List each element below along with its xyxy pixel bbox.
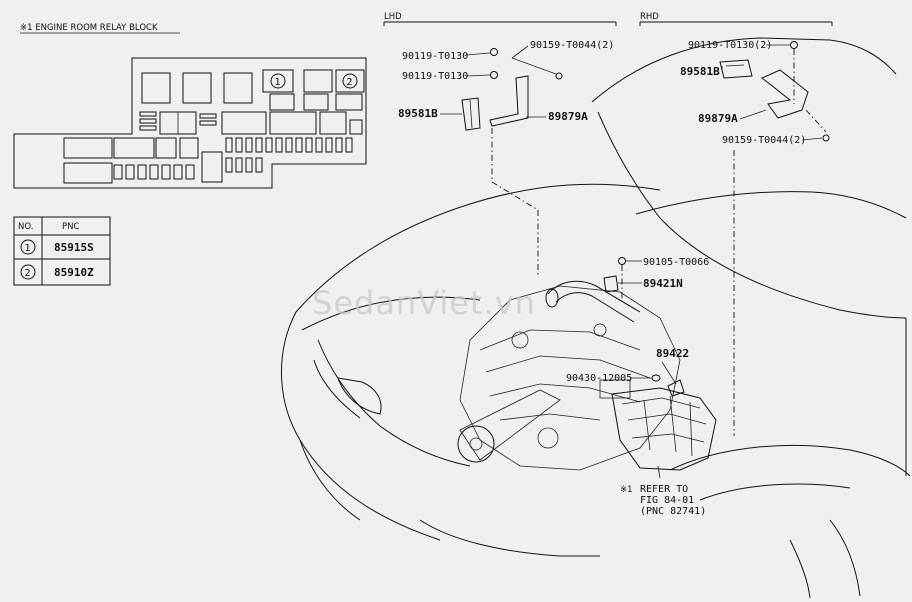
part-90105-t0066: 90105-T0066	[643, 257, 709, 268]
relay-block-outline	[13, 57, 367, 189]
sensor-89421n-icon	[603, 275, 619, 293]
rhd-title: RHD	[640, 12, 659, 22]
part-90119-t0130-lhd-a: 90119-T0130	[402, 51, 468, 62]
part-90119-t0130-rhd: 90119-T0130(2)	[688, 40, 772, 51]
pnc-table: NO. PNC 1 85915S 2 85910Z	[13, 216, 111, 286]
crank-pulley	[457, 425, 495, 463]
pnc-row-2-no: 2	[25, 268, 31, 279]
relay-block-title: ※1 ENGINE ROOM RELAY BLOCK	[20, 23, 158, 33]
engine-assembly	[457, 280, 717, 471]
part-89581b-lhd: 89581B	[398, 107, 438, 120]
pnc-table-header-pnc: PNC	[62, 222, 79, 232]
nut-icon	[555, 72, 563, 80]
reference-note: ※1 REFER TO FIG 84-01 (PNC 82741)	[620, 465, 706, 517]
relay-position-1-marker	[270, 73, 286, 89]
relay-position-1-label: 1	[275, 77, 281, 88]
control-module-bracket-lhd	[461, 97, 481, 131]
bolt-icon	[490, 48, 498, 56]
note-line-1: REFER TO	[640, 484, 688, 495]
pnc-row-1-pnc: 85915S	[54, 241, 94, 254]
gasket-icon	[651, 374, 661, 382]
part-89879a-rhd: 89879A	[698, 112, 738, 125]
relay-position-2-marker	[342, 73, 358, 89]
pnc-row-1-no: 1	[25, 243, 31, 254]
note-mark: ※1	[620, 485, 633, 495]
bolt-icon	[618, 257, 626, 265]
lhd-group: LHD 90119-T0130 90159-T0044(2) 90119-T01…	[383, 12, 617, 276]
part-90159-t0044-lhd: 90159-T0044(2)	[530, 40, 614, 51]
lhd-title: LHD	[384, 12, 402, 22]
part-90119-t0130-lhd-b: 90119-T0130	[402, 71, 468, 82]
sensor-89422-icon	[667, 379, 685, 397]
bolt-icon	[490, 71, 498, 79]
rhd-group: RHD 90119-T0130(2) 89581B 89879A 90159-T…	[639, 12, 833, 436]
vehicle-outline	[281, 37, 911, 599]
part-89879a-lhd: 89879A	[548, 110, 588, 123]
bolt-icon	[790, 41, 798, 49]
part-90430-12005: 90430-12005	[566, 373, 632, 384]
relay-position-2-label: 2	[347, 77, 353, 88]
nut-icon	[822, 134, 830, 142]
pnc-row-2-marker	[20, 264, 36, 280]
part-89422: 89422	[656, 347, 689, 360]
relay-block-housing	[611, 387, 717, 471]
pnc-table-header-no: NO.	[18, 222, 33, 232]
note-line-2: FIG 84-01	[640, 495, 694, 506]
part-90159-t0044-rhd: 90159-T0044(2)	[722, 135, 806, 146]
headlamp	[337, 377, 382, 415]
control-module-rhd	[719, 59, 753, 79]
bracket-89879a-rhd	[761, 69, 809, 119]
relay-block: ※1 ENGINE ROOM RELAY BLOCK 1 2	[13, 23, 367, 189]
part-89581b-rhd: 89581B	[680, 65, 720, 78]
note-line-3: (PNC 82741)	[640, 506, 706, 517]
engine-part-labels: 90105-T0066 89421N 89422 90430-12005	[566, 257, 709, 397]
pnc-row-1-marker	[20, 239, 36, 255]
part-89421n: 89421N	[643, 277, 683, 290]
watermark: SedanViet.vn	[312, 284, 536, 322]
bracket-89879a-lhd	[489, 75, 529, 127]
pnc-row-2-pnc: 85910Z	[54, 266, 94, 279]
